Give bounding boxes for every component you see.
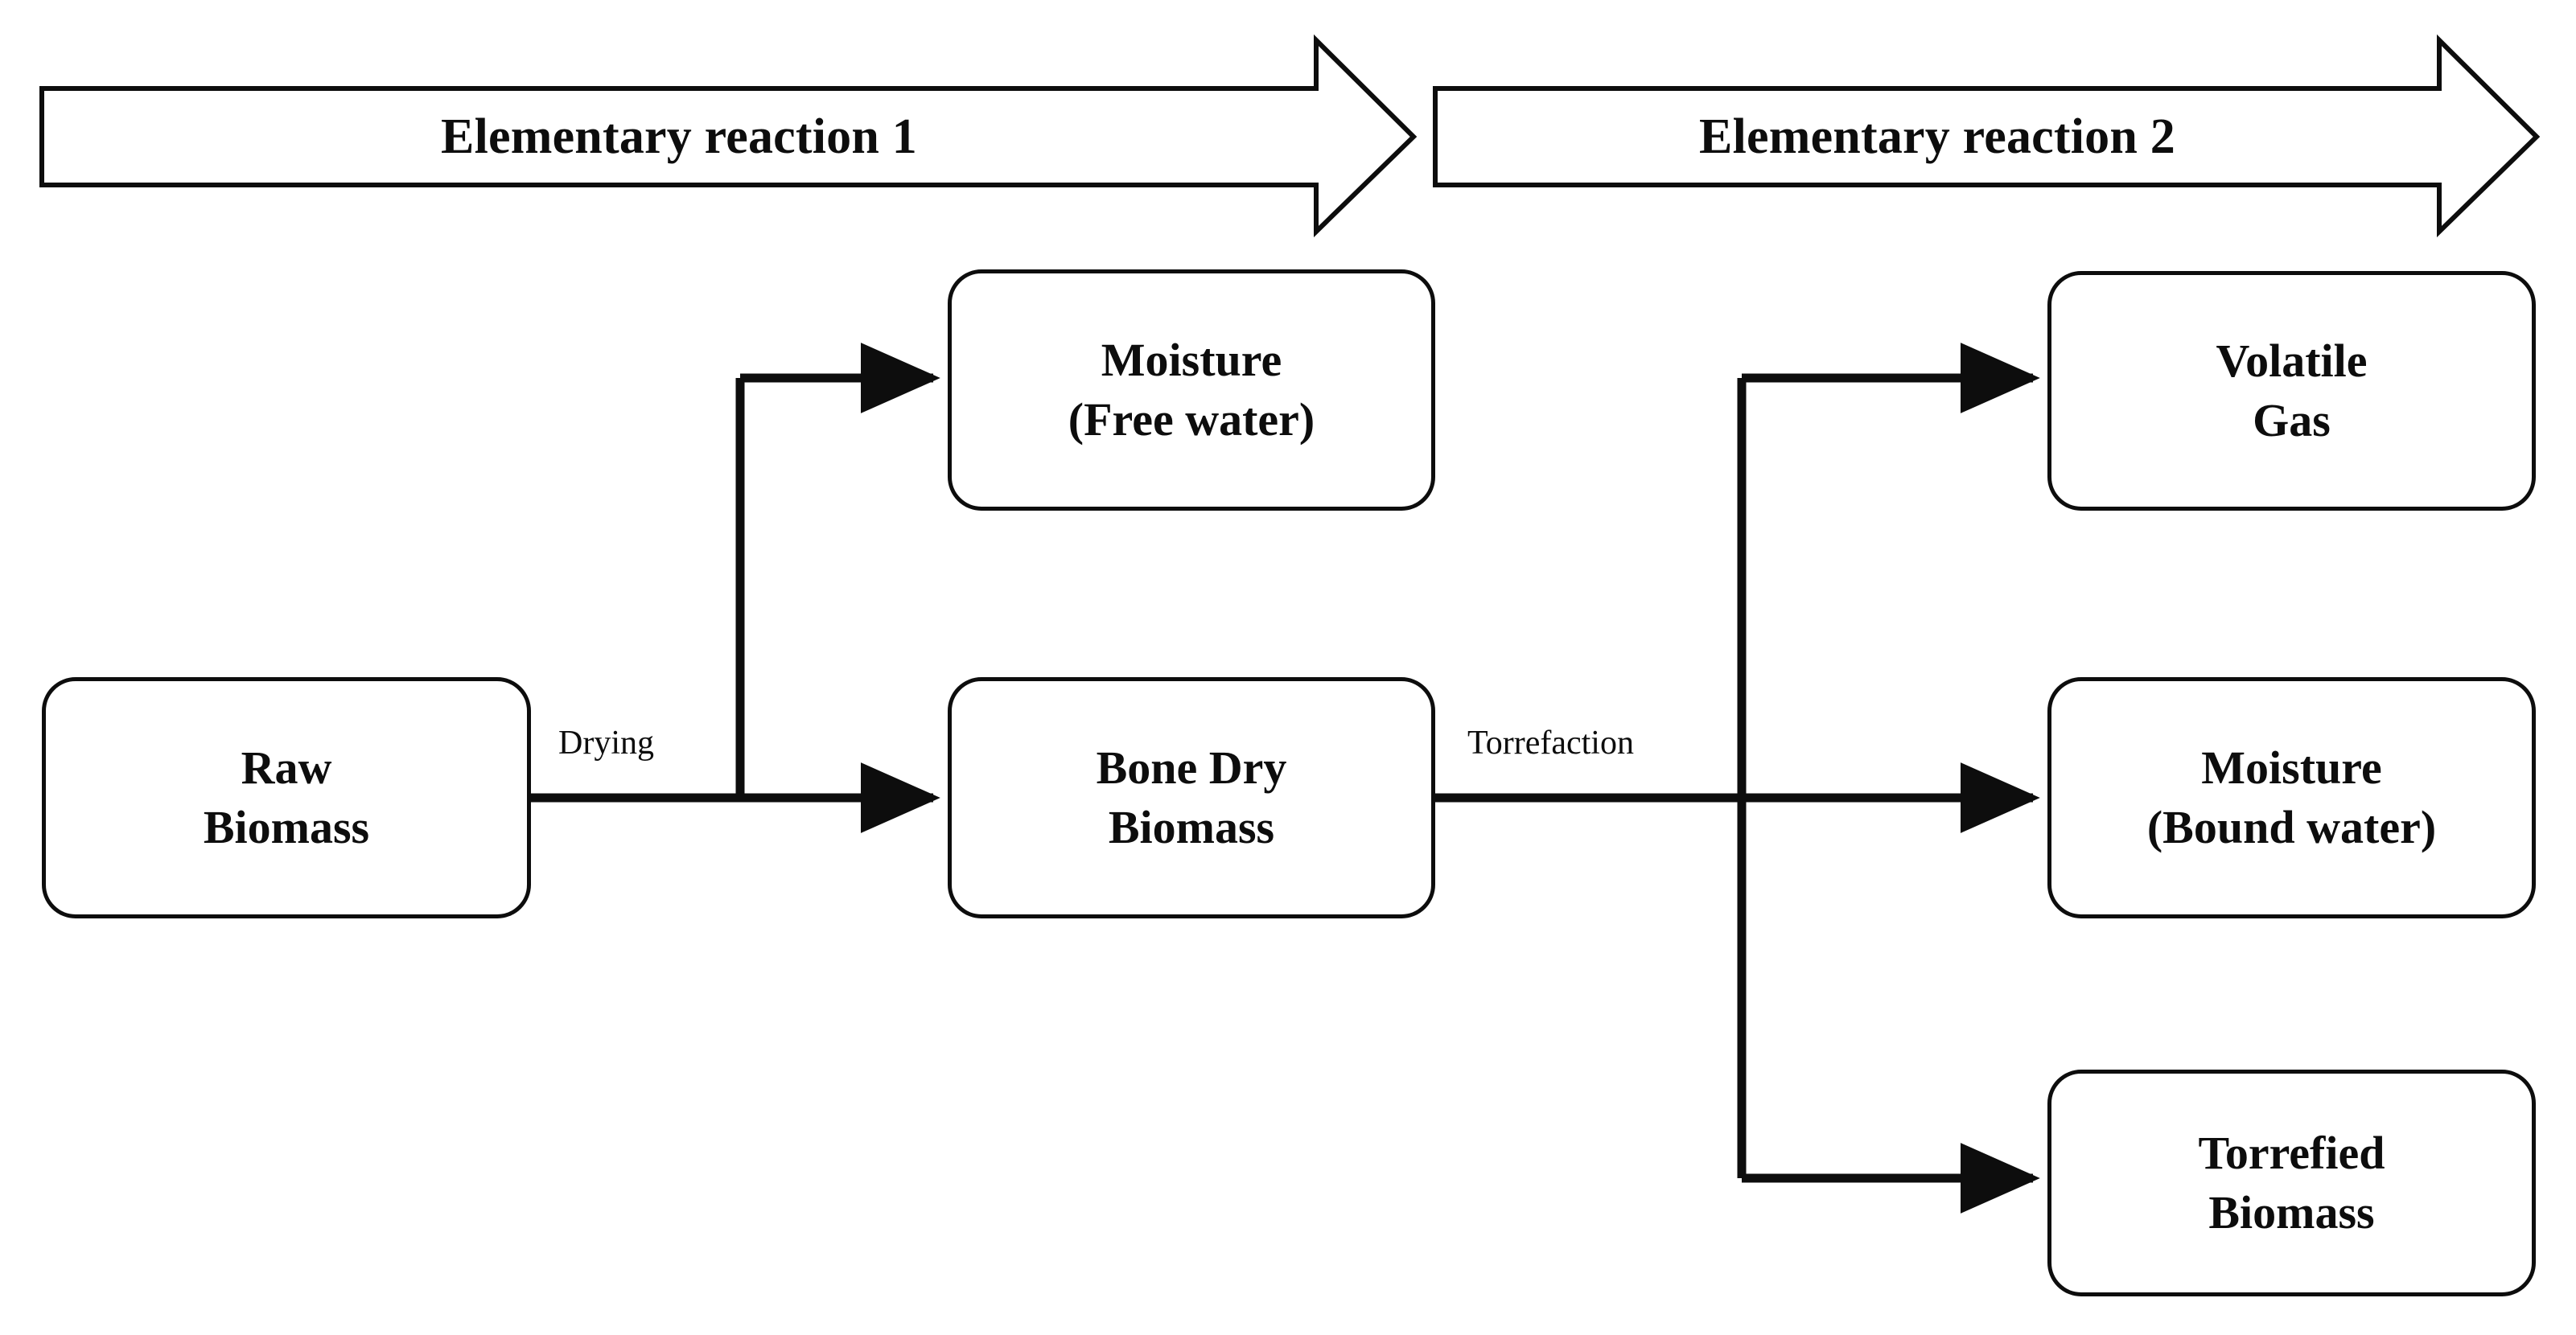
node-torrefied-biomass-line1: Torrefied [2198, 1126, 2385, 1179]
node-raw-biomass[interactable]: Raw Biomass [42, 677, 531, 918]
node-raw-biomass-line1: Raw [241, 741, 332, 794]
node-bone-dry-biomass[interactable]: Bone Dry Biomass [948, 677, 1435, 918]
node-bone-dry-biomass-line1: Bone Dry [1096, 741, 1287, 794]
node-torrefied-biomass-line2: Biomass [2208, 1186, 2375, 1238]
node-moisture-bound-water[interactable]: Moisture (Bound water) [2047, 677, 2536, 918]
node-torrefied-biomass[interactable]: Torrefied Biomass [2047, 1070, 2536, 1296]
banner-1-label: Elementary reaction 1 [441, 109, 917, 164]
node-moisture-free-water-line2: (Free water) [1068, 393, 1315, 446]
drying-label: Drying [555, 724, 657, 762]
node-moisture-free-water[interactable]: Moisture (Free water) [948, 269, 1435, 511]
node-volatile-gas-line2: Gas [2253, 394, 2331, 446]
node-moisture-bound-water-line1: Moisture [2201, 741, 2382, 794]
node-bone-dry-biomass-line2: Biomass [1108, 801, 1275, 853]
node-volatile-gas-line1: Volatile [2216, 334, 2368, 387]
banner-2-label: Elementary reaction 2 [1699, 109, 2175, 164]
torrefaction-label: Torrefaction [1464, 724, 1637, 762]
node-raw-biomass-line2: Biomass [203, 801, 370, 853]
node-volatile-gas[interactable]: Volatile Gas [2047, 271, 2536, 511]
node-moisture-bound-water-line2: (Bound water) [2146, 801, 2437, 853]
node-moisture-free-water-line1: Moisture [1101, 333, 1282, 386]
